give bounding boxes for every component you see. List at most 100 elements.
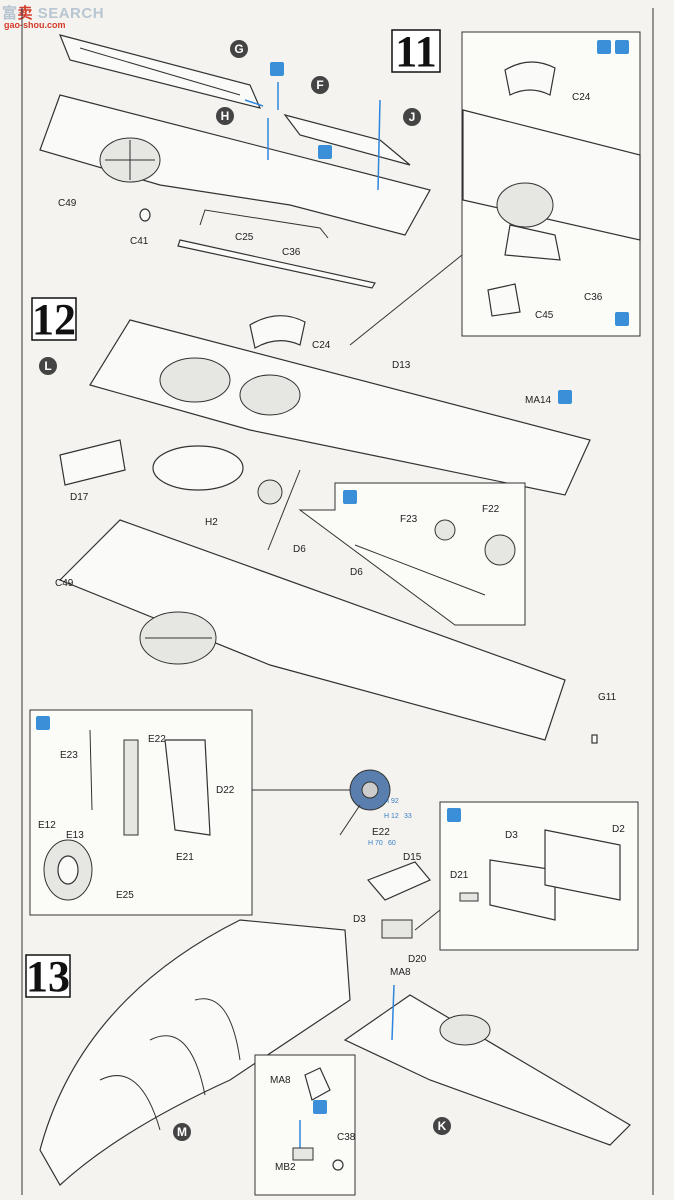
detail-box-d6	[298, 482, 526, 626]
paint-ref-2b: 33	[404, 813, 412, 820]
part-d3	[381, 919, 413, 939]
label-d13: D13	[392, 360, 411, 371]
part-mb2	[292, 1147, 314, 1161]
svg-text:K: K	[438, 1119, 447, 1133]
radiator-housing-d2	[544, 829, 621, 901]
callout-m	[173, 1123, 191, 1141]
paint-icon	[343, 490, 357, 504]
svg-text:F: F	[316, 78, 323, 92]
label-d15: D15	[403, 852, 422, 863]
glue-icon	[313, 1100, 327, 1114]
svg-text:L: L	[44, 359, 51, 373]
step-11-box	[391, 29, 441, 73]
label-e12: E12	[38, 820, 56, 831]
label-e22: E22	[148, 734, 166, 745]
label-c49-lower: C49	[55, 578, 74, 589]
label-e21: E21	[176, 852, 194, 863]
label-d20: D20	[408, 954, 427, 965]
label-c24-detail: C24	[572, 92, 591, 103]
label-e25: E25	[116, 890, 134, 901]
callout-k	[433, 1117, 451, 1135]
step-11-number: 11	[395, 27, 437, 76]
paint-icon	[615, 40, 629, 54]
part-d17	[59, 439, 126, 486]
part-h2	[152, 445, 244, 491]
svg-text:J: J	[409, 110, 416, 124]
part-c45	[487, 283, 521, 317]
label-d3-detail: D3	[505, 830, 518, 841]
paint-icon	[615, 312, 629, 326]
label-h2: H2	[205, 517, 218, 528]
part-c36-detail	[504, 224, 561, 261]
step-13-box	[25, 954, 71, 998]
wing-lower-panel-step11	[39, 94, 431, 236]
label-d2: D2	[612, 824, 625, 835]
part-c41	[139, 208, 151, 222]
callout-j	[403, 108, 421, 126]
label-ma8-detail: MA8	[270, 1075, 291, 1086]
glue-icon	[597, 40, 611, 54]
label-c45: C45	[535, 310, 554, 321]
callout-f	[311, 76, 329, 94]
watermark-url: gao-shou.com	[4, 20, 66, 30]
svg-text:G: G	[234, 42, 243, 56]
part-d15	[366, 861, 431, 901]
callout-l	[39, 357, 57, 375]
paint-ref-3b: 60	[388, 840, 396, 847]
part-c36	[177, 239, 376, 289]
step-12-number: 12	[32, 295, 76, 344]
paint-ref-2: H 12	[384, 813, 399, 820]
label-mb2: MB2	[275, 1162, 296, 1173]
label-d6-detail: D6	[350, 567, 363, 578]
svg-text:M: M	[177, 1125, 187, 1139]
callout-h	[216, 107, 234, 125]
label-c38: C38	[337, 1132, 356, 1143]
glue-icon	[558, 390, 572, 404]
label-d22: D22	[216, 785, 235, 796]
label-ma8: MA8	[390, 967, 411, 978]
label-d6: D6	[293, 544, 306, 555]
part-c38	[332, 1159, 344, 1171]
watermark: 富卖 SEARCH	[2, 5, 105, 22]
label-e23: E23	[60, 750, 78, 761]
label-c24: C24	[312, 340, 331, 351]
part-ma8	[304, 1067, 331, 1101]
step-13-number: 13	[26, 952, 70, 1001]
label-e13: E13	[66, 830, 84, 841]
label-f23: F23	[400, 514, 418, 525]
label-c49: C49	[58, 198, 77, 209]
label-g11: G11	[598, 692, 617, 703]
glue-icon	[270, 62, 284, 76]
step-12-box	[31, 297, 77, 341]
gear-door-d22	[164, 739, 211, 836]
label-d21: D21	[450, 870, 469, 881]
radiator-core-d3	[489, 859, 556, 921]
wing-right-k	[343, 994, 631, 1146]
wing-lower-c49	[58, 519, 566, 741]
label-ma14: MA14	[525, 395, 552, 406]
paint-ref-3: H 70	[368, 840, 383, 847]
part-c25	[199, 209, 329, 239]
label-c41: C41	[130, 236, 149, 247]
label-c25: C25	[235, 232, 254, 243]
fuselage-m	[39, 919, 351, 1186]
label-f22: F22	[482, 504, 500, 515]
label-c36: C36	[282, 247, 301, 258]
svg-text:H: H	[221, 109, 230, 123]
label-e22-mid: E22	[372, 827, 390, 838]
glue-icon	[318, 145, 332, 159]
paint-ref-1: H 92	[384, 798, 399, 805]
callout-g	[230, 40, 248, 58]
part-c24-detail	[504, 61, 556, 96]
label-d3: D3	[353, 914, 366, 925]
part-c24	[249, 315, 306, 349]
label-d17: D17	[70, 492, 89, 503]
detail-box-ma8	[254, 1054, 356, 1196]
paint-icon	[447, 808, 461, 822]
label-c36-detail: C36	[584, 292, 603, 303]
part-d21	[459, 892, 479, 902]
gear-strut-e22	[123, 739, 139, 836]
paint-icon	[36, 716, 50, 730]
